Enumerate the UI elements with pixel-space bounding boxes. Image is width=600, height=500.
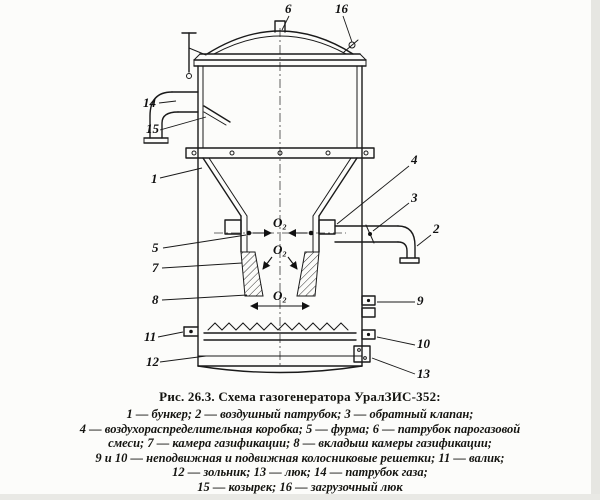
callout-7: 7 (152, 260, 159, 275)
chamber-liner (240, 251, 320, 297)
callout-2: 2 (432, 221, 440, 236)
legend-line-2: 4 — воздухораспределительная коробка; 5 … (79, 421, 521, 436)
fixed-grate (207, 322, 349, 331)
air-box-right (318, 219, 336, 235)
legend-line-4: 9 и 10 — неподвижная и подвижная колосни… (95, 450, 505, 465)
callout-8: 8 (152, 292, 159, 307)
legend-line-3: смеси; 7 — камера газификации; 8 — вклад… (108, 436, 492, 450)
ash-hatch-door (353, 345, 371, 363)
shell-flange (185, 147, 375, 159)
vessel-bottom (197, 365, 363, 374)
loading-hatch-lid (181, 20, 361, 79)
callout-3: 3 (410, 190, 418, 205)
figure-legend: 1 — бункер; 2 — воздушный патрубок; 3 — … (0, 407, 600, 494)
callout-1: 1 (151, 171, 158, 186)
figure-title: Рис. 26.3. Схема газогенератора УралЗИС-… (159, 389, 441, 404)
callout-13: 13 (417, 366, 431, 381)
vessel-mouth-rim (193, 53, 367, 67)
callout-14: 14 (143, 95, 157, 110)
callout-leaders (157, 15, 432, 375)
tuyeres-and-flow: O₂ O₂ O₂ (246, 215, 314, 310)
callout-12: 12 (146, 354, 160, 369)
page-edge-right (591, 0, 600, 500)
callout-numbers: 6 16 14 15 1 4 3 2 5 7 8 9 11 12 10 13 (143, 1, 440, 381)
page-edge-bottom (0, 494, 600, 500)
legend-line-1: 1 — бункер; 2 — воздушный патрубок; 3 — … (126, 407, 474, 421)
visor (203, 105, 231, 123)
legend-line-6: 15 — козырек; 16 — загрузочный люк (197, 479, 403, 494)
steam-gas-nozzle (274, 20, 286, 33)
center-axis (214, 28, 346, 368)
callout-6: 6 (285, 1, 292, 16)
air-inlet-system (224, 219, 420, 264)
callout-10: 10 (417, 336, 431, 351)
legend-line-5: 12 — зольник; 13 — люк; 14 — патрубок га… (172, 465, 428, 479)
o2-label-middle: O₂ (273, 242, 287, 257)
callout-11: 11 (144, 329, 156, 344)
callout-15: 15 (146, 121, 160, 136)
air-box-left (224, 219, 242, 235)
callout-4: 4 (410, 152, 418, 167)
generator-diagram: O₂ O₂ O₂ (143, 1, 440, 381)
callout-9: 9 (417, 293, 424, 308)
figure-caption-block: Рис. 26.3. Схема газогенератора УралЗИС-… (0, 389, 600, 494)
tuyere-right (308, 230, 314, 236)
grate-lever-brackets (361, 295, 376, 340)
tuyere-left (246, 230, 252, 236)
o2-label-hearth: O₂ (273, 288, 287, 303)
grates (203, 322, 357, 341)
o2-label-tuyere: O₂ (273, 215, 287, 230)
grate-shaft (183, 326, 199, 337)
gas-outlet-pipe (143, 91, 231, 144)
callout-5: 5 (152, 240, 159, 255)
callout-16: 16 (335, 1, 349, 16)
